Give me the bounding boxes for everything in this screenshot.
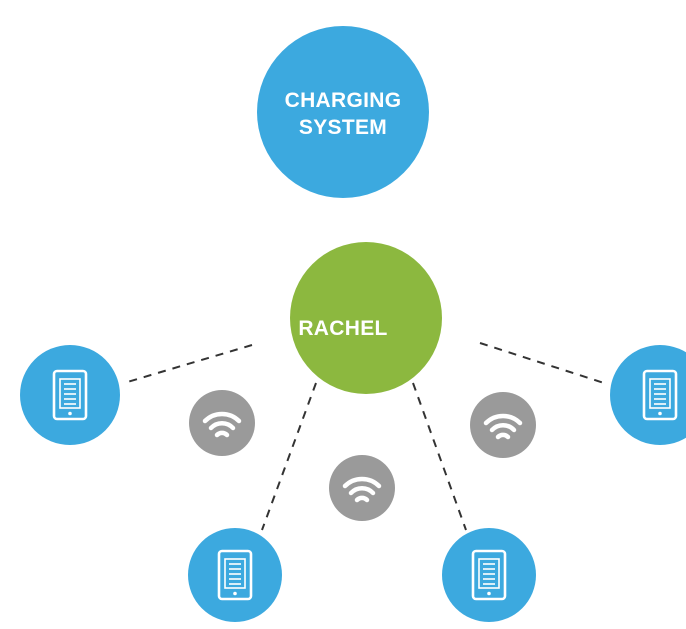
connector-bottom-right — [412, 382, 467, 531]
device-badge — [20, 345, 120, 445]
device-badge — [188, 528, 282, 622]
tablet-icon — [217, 549, 253, 601]
tablet-icon — [52, 369, 88, 421]
charging-system-label-line2: SYSTEM — [298, 115, 388, 139]
connector-right — [479, 342, 605, 384]
device-badge — [610, 345, 686, 445]
wifi-right — [470, 392, 536, 458]
device-badge — [442, 528, 536, 622]
device-left — [20, 345, 120, 445]
connector-bottom-left — [261, 382, 317, 531]
wifi-icon — [483, 413, 523, 440]
rachel-node — [290, 242, 442, 394]
wifi-center — [329, 455, 395, 521]
device-bottom-right — [442, 528, 536, 622]
charging-system-label-line1: CHARGING — [284, 89, 402, 112]
charging-system-node — [257, 26, 429, 198]
wifi-icon — [342, 476, 382, 503]
rachel-label: RACHEL — [298, 317, 388, 340]
device-bottom-left — [188, 528, 282, 622]
connector-left — [123, 344, 253, 384]
charging-system-label: CHARGING SYSTEM — [270, 88, 416, 142]
wifi-left — [189, 390, 255, 456]
tablet-icon — [642, 369, 678, 421]
device-right — [610, 345, 686, 445]
tablet-icon — [471, 549, 507, 601]
wifi-icon — [202, 411, 242, 438]
connections — [123, 342, 605, 531]
